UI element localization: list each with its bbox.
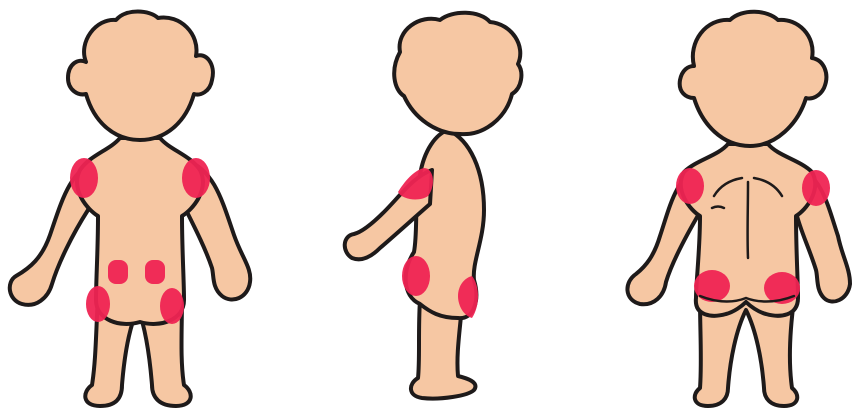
side-spot-hip: [402, 256, 430, 296]
front-spot-left-abdomen: [108, 260, 128, 284]
front-head: [68, 12, 213, 141]
side-spot-shoulder: [398, 168, 433, 199]
front-spot-right-shoulder: [182, 158, 210, 198]
back-spot-left-shoulder: [676, 168, 704, 204]
back-spot-right-shoulder: [802, 170, 830, 206]
back-head: [680, 12, 827, 146]
front-spot-right-thigh: [160, 288, 184, 324]
back-spot-left-buttock: [694, 270, 730, 302]
figure-back: [627, 12, 850, 406]
front-spot-right-abdomen: [145, 260, 165, 284]
figure-front: [10, 12, 251, 407]
figure-side: [345, 13, 522, 399]
side-head: [394, 13, 521, 134]
front-spot-left-thigh: [86, 286, 110, 322]
front-spot-left-shoulder: [70, 158, 98, 198]
